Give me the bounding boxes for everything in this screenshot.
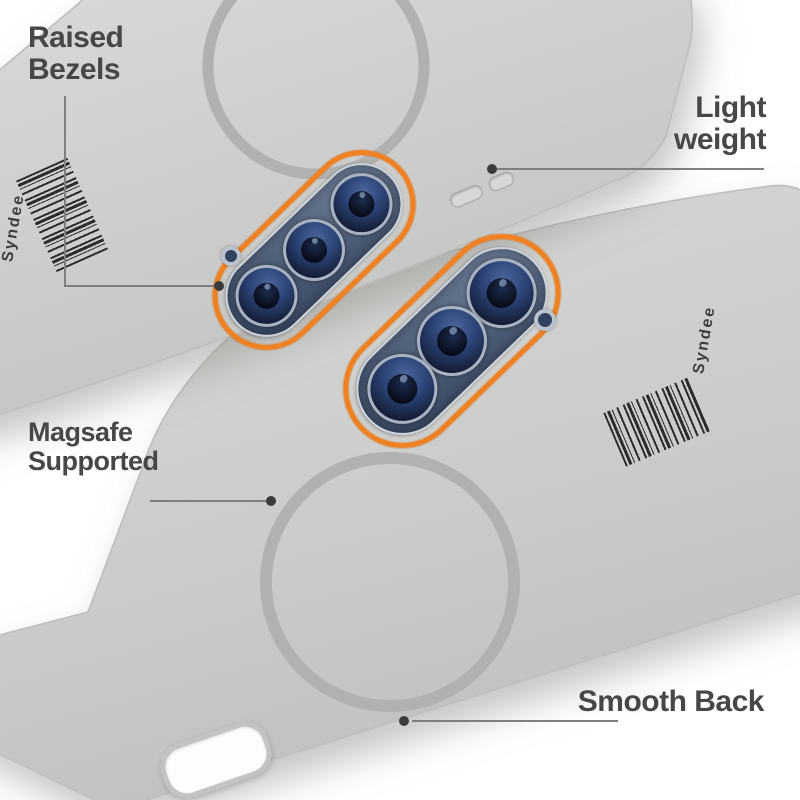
callout-magsafe-supported: Magsafe Supported — [28, 418, 159, 476]
callout-raised-bezels: Raised Bezels — [28, 21, 124, 87]
callout-line-smooth-back — [412, 720, 618, 722]
callout-light-weight: Light weight — [674, 91, 767, 157]
callout-dot-smooth-back — [399, 716, 409, 726]
callout-smooth-back: Smooth Back — [577, 685, 765, 718]
callout-dot-magsafe — [266, 496, 276, 506]
lens-pupil — [430, 319, 474, 363]
callout-light-weight-line2: weight — [674, 123, 767, 157]
flash-ring — [221, 246, 241, 266]
callout-raised-bezels-line2: Bezels — [28, 53, 121, 87]
callout-raised-bezels-line1: Raised — [28, 21, 124, 54]
callout-line-raised-vertical — [64, 96, 66, 286]
magsafe-ring-bottom — [260, 452, 520, 712]
callout-dot-light-weight — [487, 164, 497, 174]
lens-pupil — [294, 230, 334, 270]
lens-pupil — [479, 271, 524, 315]
callout-magsafe-line1: Magsafe — [28, 417, 133, 447]
callout-magsafe-line2: Supported — [28, 445, 159, 476]
lens-pupil — [380, 367, 425, 411]
phone-case-bottom-body — [0, 184, 800, 800]
callout-dot-raised-bezels — [214, 281, 224, 291]
flash-ring — [534, 309, 556, 331]
callout-light-weight-line1: Light — [695, 91, 766, 124]
callout-line-light-weight — [497, 168, 764, 170]
callout-smooth-back-label: Smooth Back — [577, 685, 765, 718]
callout-line-raised-horizontal — [64, 285, 216, 287]
lens-pupil — [342, 185, 381, 224]
lens-pupil — [247, 276, 286, 315]
magsafe-ring-top — [202, 0, 430, 180]
callout-line-magsafe — [150, 500, 268, 502]
